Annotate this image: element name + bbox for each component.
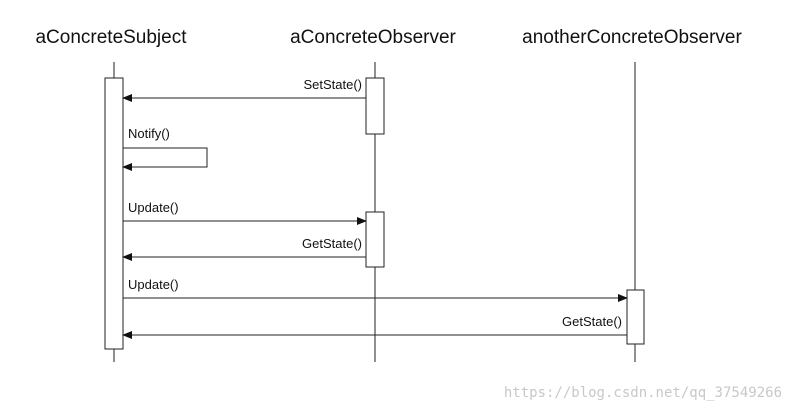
message-label-get-state-1: GetState() bbox=[302, 236, 362, 251]
message-label-notify: Notify() bbox=[128, 126, 170, 141]
participant-label-another-observer: anotherConcreteObserver bbox=[522, 27, 742, 48]
participant-label-observer: aConcreteObserver bbox=[290, 27, 456, 48]
watermark: https://blog.csdn.net/qq_37549266 bbox=[504, 385, 782, 401]
activation-another-observer bbox=[626, 289, 645, 345]
message-label-set-state: SetState() bbox=[303, 77, 362, 92]
participant-label-subject: aConcreteSubject bbox=[35, 27, 187, 48]
activation-subject bbox=[104, 77, 124, 350]
message-label-get-state-2: GetState() bbox=[562, 314, 622, 329]
message-arrow-notify bbox=[122, 147, 208, 171]
activation-observer-1 bbox=[365, 77, 385, 135]
activation-observer-2 bbox=[365, 211, 385, 268]
message-label-update-1: Update() bbox=[128, 200, 179, 215]
message-label-update-2: Update() bbox=[128, 277, 179, 292]
